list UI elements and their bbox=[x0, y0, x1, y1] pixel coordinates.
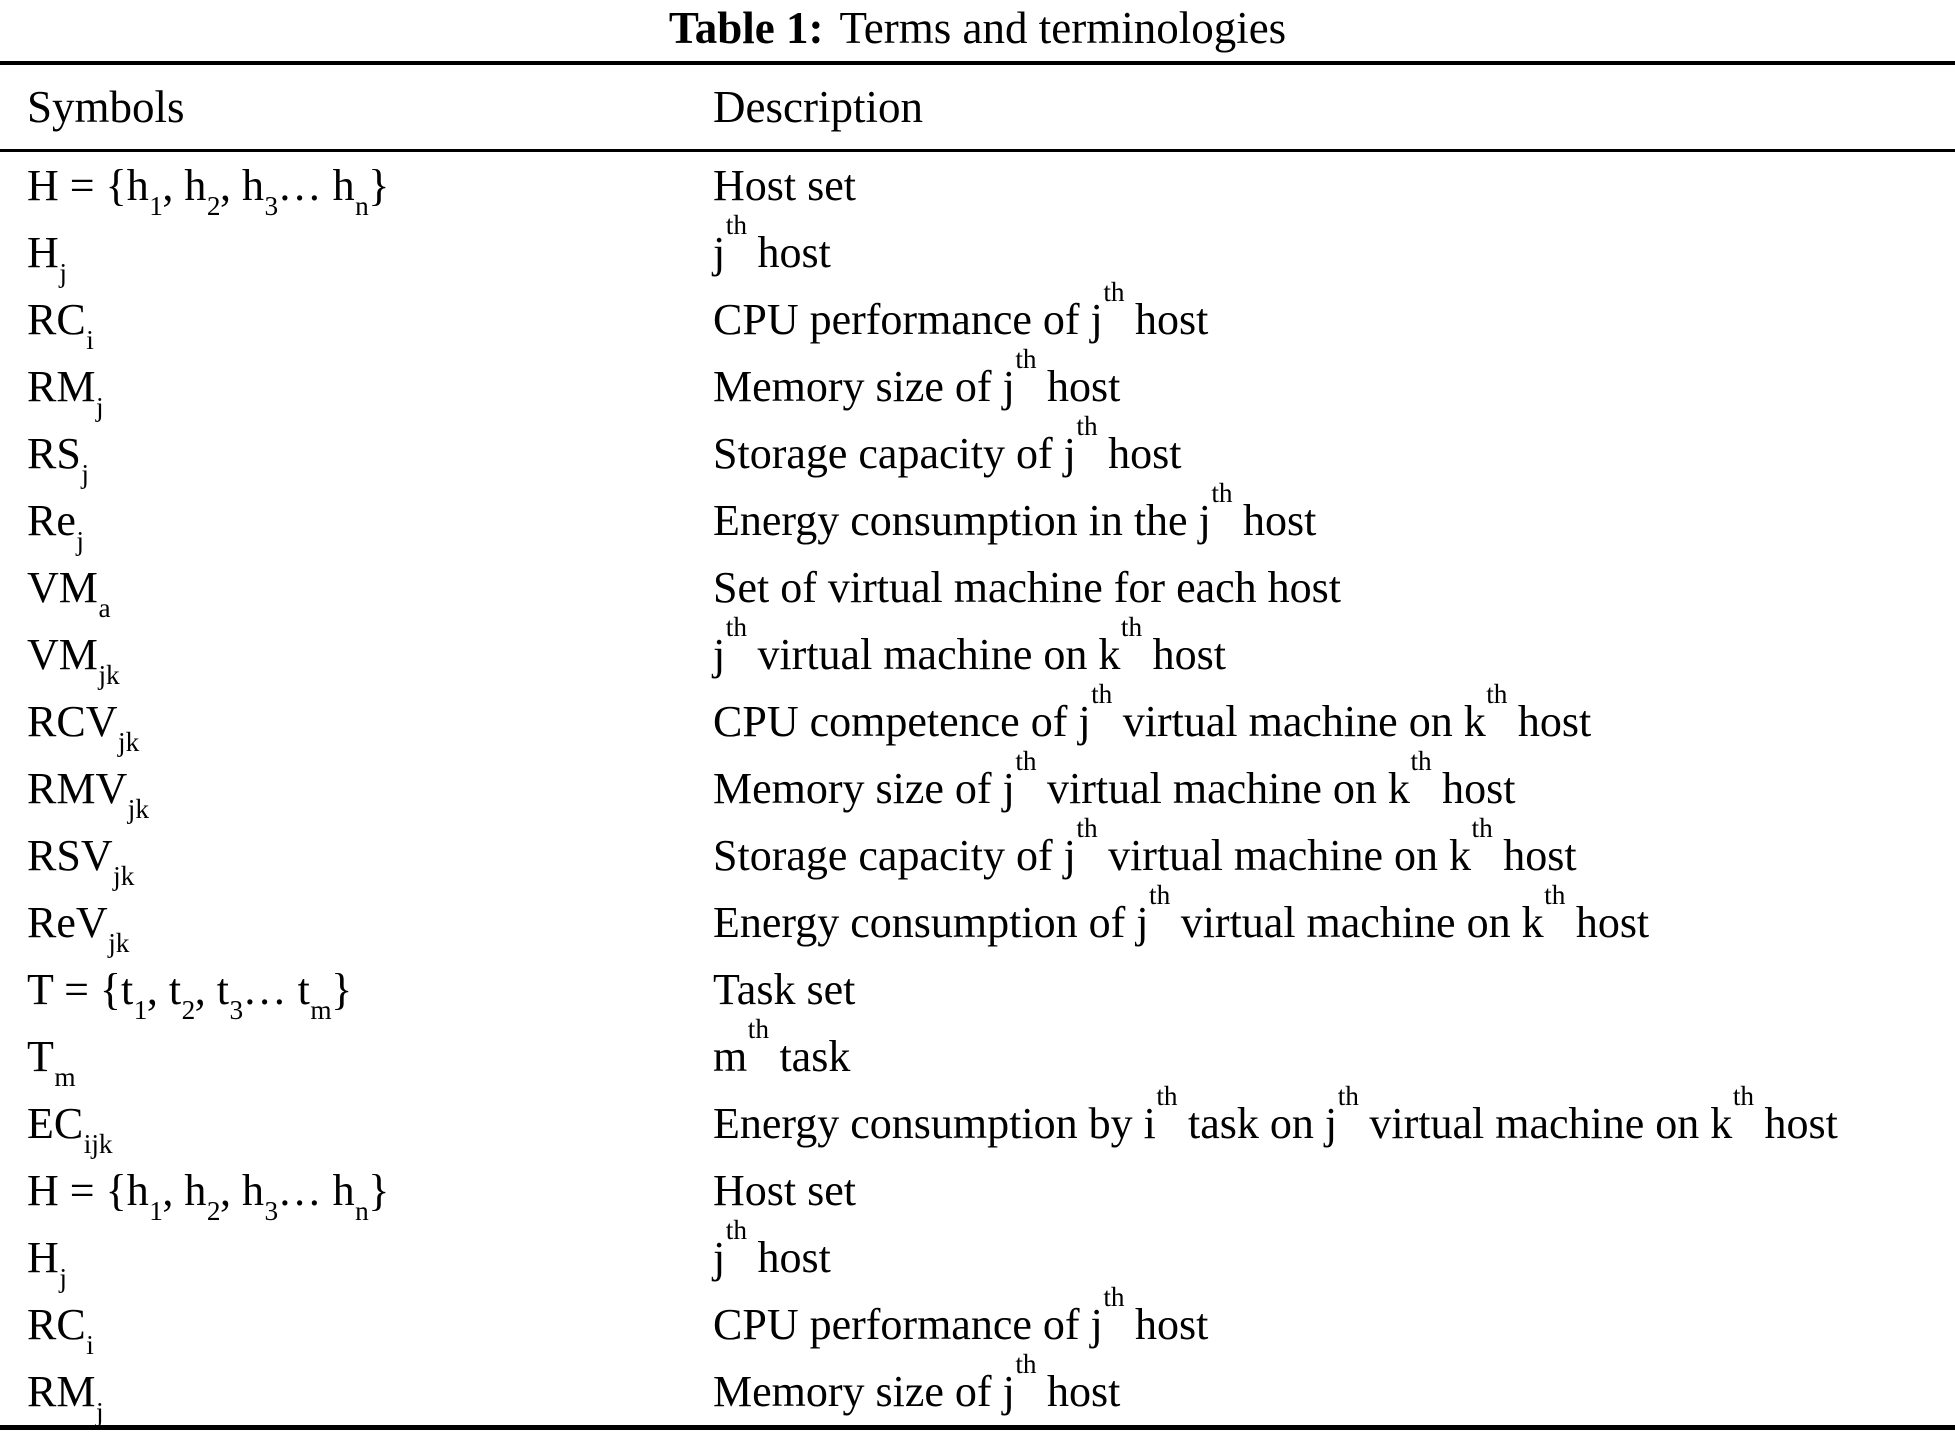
symbol-cell: Hj bbox=[27, 1232, 67, 1294]
symbol-cell: Rej bbox=[27, 495, 84, 557]
symbol-cell: T = {t1, t2, t3… tm} bbox=[27, 964, 353, 1026]
header-row: Symbols Description bbox=[0, 63, 1955, 152]
description-cell: jth virtual machine on kth host bbox=[713, 612, 1226, 679]
table-row: RMj Memory size of jth host bbox=[0, 1349, 1955, 1428]
description-cell: Energy consumption of jth virtual machin… bbox=[713, 880, 1650, 947]
symbol-cell: RMj bbox=[27, 361, 104, 423]
table-row: ReVjk Energy consumption of jth virtual … bbox=[0, 880, 1955, 959]
symbol-cell: RCi bbox=[27, 294, 94, 356]
table-row: RCi CPU performance of jth host bbox=[0, 277, 1955, 356]
table-body: H = {h1, h2, h3… hn} Host set Hj jth hos… bbox=[0, 151, 1955, 1428]
symbol-cell: RCi bbox=[27, 1299, 94, 1361]
symbol-cell: RMVjk bbox=[27, 763, 149, 825]
table-row: VMjk jth virtual machine on kth host bbox=[0, 612, 1955, 691]
symbol-cell: VMa bbox=[27, 562, 111, 624]
description-cell: mth task bbox=[713, 1014, 851, 1081]
table-row: T = {t1, t2, t3… tm} Task set bbox=[0, 956, 1955, 1026]
column-header-description: Description bbox=[713, 63, 1955, 152]
description-cell: CPU competence of jth virtual machine on… bbox=[713, 679, 1592, 746]
caption-label: Table 1: bbox=[668, 3, 824, 53]
caption-title: Terms and terminologies bbox=[839, 3, 1287, 53]
symbol-cell: VMjk bbox=[27, 629, 120, 691]
description-cell: Host set bbox=[713, 1165, 856, 1215]
table-row: RSVjk Storage capacity of jth virtual ma… bbox=[0, 813, 1955, 892]
description-cell: Set of virtual machine for each host bbox=[713, 562, 1342, 612]
table-row: RSj Storage capacity of jth host bbox=[0, 411, 1955, 490]
table-row: H = {h1, h2, h3… hn} Host set bbox=[0, 1157, 1955, 1227]
description-cell: Memory size of jth host bbox=[713, 344, 1121, 411]
table-row: Hj jth host bbox=[0, 210, 1955, 289]
description-cell: jth host bbox=[713, 1215, 831, 1282]
description-cell: Energy consumption in the jth host bbox=[713, 478, 1317, 545]
table-row: RMVjk Memory size of jth virtual machine… bbox=[0, 746, 1955, 825]
table-caption: Table 1: Terms and terminologies bbox=[0, 0, 1955, 56]
terms-table: Symbols Description H = {h1, h2, h3… hn}… bbox=[0, 61, 1955, 1430]
description-cell: Storage capacity of jth virtual machine … bbox=[713, 813, 1577, 880]
description-cell: Task set bbox=[713, 964, 856, 1014]
table-row: RMj Memory size of jth host bbox=[0, 344, 1955, 423]
table-row: VMa Set of virtual machine for each host bbox=[0, 554, 1955, 624]
symbol-cell: ReVjk bbox=[27, 897, 130, 959]
symbol-cell: RSVjk bbox=[27, 830, 135, 892]
table-row: RCi CPU performance of jth host bbox=[0, 1282, 1955, 1361]
symbol-cell: RSj bbox=[27, 428, 89, 490]
table-row: Tm mth task bbox=[0, 1014, 1955, 1093]
table-row: Rej Energy consumption in the jth host bbox=[0, 478, 1955, 557]
description-cell: Memory size of jth virtual machine on kt… bbox=[713, 746, 1516, 813]
description-cell: CPU performance of jth host bbox=[713, 1282, 1209, 1349]
description-cell: Memory size of jth host bbox=[713, 1349, 1121, 1416]
table-header: Symbols Description bbox=[0, 63, 1955, 152]
description-cell: jth host bbox=[713, 210, 831, 277]
column-header-symbols: Symbols bbox=[0, 63, 713, 152]
symbol-cell: H = {h1, h2, h3… hn} bbox=[27, 160, 390, 222]
table-row: ECijk Energy consumption by ith task on … bbox=[0, 1081, 1955, 1160]
description-cell: CPU performance of jth host bbox=[713, 277, 1209, 344]
symbol-cell: ECijk bbox=[27, 1098, 113, 1160]
symbol-cell: Hj bbox=[27, 227, 67, 289]
symbol-cell: Tm bbox=[27, 1031, 76, 1093]
description-cell: Storage capacity of jth host bbox=[713, 411, 1182, 478]
description-cell: Host set bbox=[713, 160, 856, 210]
symbol-cell: RCVjk bbox=[27, 696, 140, 758]
symbol-cell: H = {h1, h2, h3… hn} bbox=[27, 1165, 390, 1227]
table-row: H = {h1, h2, h3… hn} Host set bbox=[0, 151, 1955, 220]
symbol-cell: RMj bbox=[27, 1366, 104, 1428]
table-row: RCVjk CPU competence of jth virtual mach… bbox=[0, 679, 1955, 758]
description-cell: Energy consumption by ith task on jth vi… bbox=[713, 1081, 1838, 1148]
table-row: Hj jth host bbox=[0, 1215, 1955, 1294]
